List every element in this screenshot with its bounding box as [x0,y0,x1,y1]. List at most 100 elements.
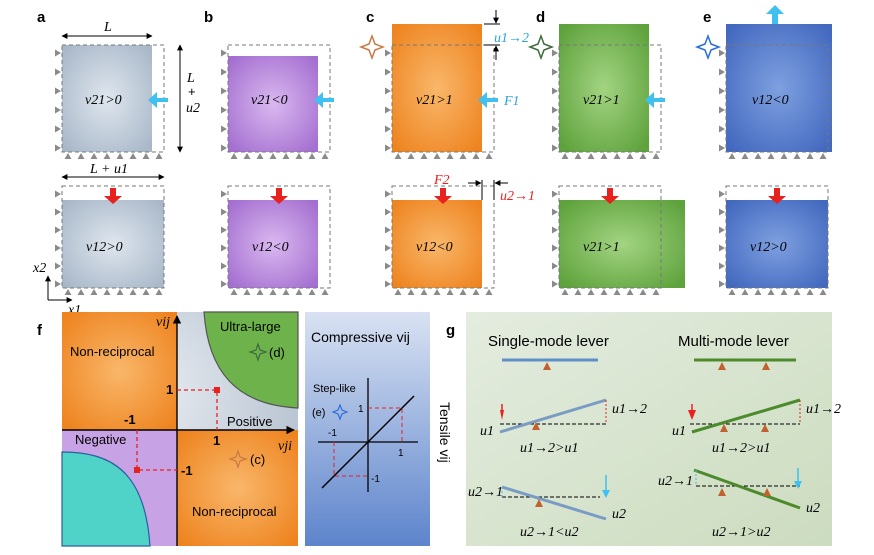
support-bottom-icon [639,153,647,159]
panel-g-bg [466,312,832,546]
panel-f-dash-negative [136,430,177,471]
panel-e-red-arrow [768,188,786,204]
x2-label: x2 [32,261,46,276]
support-left-icon [385,144,391,152]
support-left-icon [552,280,558,288]
support-left-icon [552,68,558,76]
panel-f-d-marker: (d) [269,345,285,360]
panel-b-bot-label: v12<0 [252,240,289,255]
panel-b-red-arrow [270,188,288,204]
star-e-icon [694,33,722,61]
support-bottom-icon [64,289,72,295]
support-bottom-icon [574,289,582,295]
support-bottom-icon [485,289,493,295]
support-left-icon [385,68,391,76]
support-bottom-icon [767,289,775,295]
panel-f-nonreciprocal-bottom: Non-reciprocal [192,504,277,519]
support-left-icon [221,226,227,234]
panel-d-bot-outline [558,185,662,289]
support-left-icon [55,87,61,95]
panel-d-bot-label: v21>1 [583,240,620,255]
panel-f-c-marker: (c) [250,452,265,467]
support-bottom-icon [308,289,316,295]
g-single-u1: u1 [480,424,494,439]
panel-a-top-block [62,45,152,152]
support-left-icon [221,262,227,270]
support-bottom-icon [728,289,736,295]
support-bottom-icon [256,289,264,295]
g-multi-red-arrow [688,410,696,420]
support-bottom-icon [230,289,238,295]
support-bottom-icon [420,289,428,295]
panel-a-cyan-arrow [148,92,168,108]
panel-d-top-block [559,24,649,152]
panel-e-top-label: v12<0 [752,93,789,108]
g-multi-pivot2-2 [763,488,771,496]
support-bottom-icon [394,153,402,159]
panel-e-bot-outline [725,185,829,289]
panel-label-g: g [446,322,455,339]
support-bottom-icon [728,153,736,159]
support-left-icon [55,144,61,152]
g-multi-eq1: u1→2>u1 [712,441,770,456]
panel-a-Lu2-L: L [186,71,195,86]
support-left-icon [221,87,227,95]
support-bottom-icon [103,289,111,295]
support-bottom-icon [90,153,98,159]
support-left-icon [385,244,391,252]
support-left-icon [55,280,61,288]
g-multi-lever-1 [691,398,801,434]
panel-label-b: b [204,9,213,26]
panel-b-bot-block [228,200,318,288]
support-bottom-icon [433,289,441,295]
g-multi-pivot1-1 [720,424,728,432]
support-bottom-icon [116,153,124,159]
inset-side-label: Tensile vij [437,402,453,463]
g-single-eq1: u1→2>u1 [520,441,578,456]
support-bottom-icon [420,153,428,159]
panel-label-f: f [37,322,43,339]
support-bottom-icon [394,289,402,295]
panel-d-bot-block [559,200,685,288]
support-bottom-icon [780,289,788,295]
support-left-icon [385,226,391,234]
panel-f-tick-m1-y: -1 [181,463,193,478]
support-left-icon [552,49,558,57]
panel-e-top-outline [725,44,829,153]
support-left-icon [221,68,227,76]
support-left-icon [385,49,391,57]
panel-d-cyan-arrow [645,92,665,108]
g-single-title: Single-mode lever [488,333,609,350]
support-left-icon [55,208,61,216]
support-bottom-icon [142,153,150,159]
support-bottom-icon [77,289,85,295]
panel-c: v21>1 F1 u1→2 v12<0 F2 u2→1 [358,10,535,289]
support-bottom-icon [407,289,415,295]
panel-inset: Compressive vij Step-like (e) 1 -1 1 -1 … [305,312,453,546]
g-single-u12: u1→2 [612,402,647,417]
panel-c-top-label: v21>1 [416,93,453,108]
support-bottom-icon [472,289,480,295]
panel-b-top-block [228,56,318,152]
support-bottom-icon [613,153,621,159]
support-left-icon [719,49,725,57]
panel-label-e: e [703,9,711,26]
support-bottom-icon [780,153,788,159]
panel-e-cyan-arrow [766,5,784,24]
support-bottom-icon [767,153,775,159]
support-bottom-icon [142,289,150,295]
panel-f-region-nonreciprocal-top [62,312,177,430]
g-multi-pivot1-2 [718,488,726,496]
support-left-icon [552,87,558,95]
panel-f: vij vji Ultra-large (d) Non-reciprocal P… [61,311,299,547]
panel-f-point-1-1 [214,387,220,393]
support-left-icon [552,208,558,216]
panel-f-star-c-icon [228,449,248,469]
support-left-icon [55,125,61,133]
support-bottom-icon [754,289,762,295]
support-bottom-icon [64,153,72,159]
support-bottom-icon [459,153,467,159]
inset-dash-neg [333,442,368,477]
support-left-icon [552,106,558,114]
panel-f-region-cyan [61,451,151,547]
